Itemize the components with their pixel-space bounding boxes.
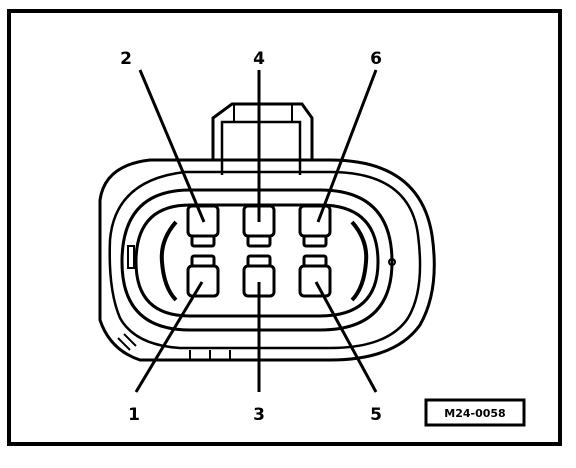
pin-label-5: 5 (370, 405, 382, 425)
housing-inner-outline (120, 188, 394, 332)
leader-lines (134, 69, 378, 393)
contact-pin-6 (298, 204, 332, 238)
pin-label-2: 2 (120, 49, 132, 69)
locking-tab (211, 102, 314, 160)
contact-pin-3-body (246, 254, 272, 268)
pin-label-4: 4 (253, 49, 265, 69)
contact-pin-1-body (190, 254, 216, 268)
coding-slot-left (159, 220, 178, 302)
contact-pin-5 (298, 264, 332, 298)
locking-tab-inner (220, 120, 302, 175)
leader-line-6 (316, 69, 378, 223)
contacts (186, 204, 332, 298)
leader-line-1 (134, 281, 204, 393)
housing-outer-outline (98, 158, 436, 362)
reference-code-frame (424, 398, 526, 427)
pin-label-3: 3 (253, 405, 265, 425)
coding-slot-right (350, 220, 369, 302)
side-dot-right (388, 258, 396, 266)
contact-pin-5-body (302, 254, 328, 268)
contact-pin-4-body (246, 234, 272, 248)
contact-pin-2-body (190, 234, 216, 248)
pin-labels: 2 4 6 1 3 5 (120, 49, 382, 425)
contact-pin-6-body (302, 234, 328, 248)
housing-hatch (117, 333, 231, 360)
leader-line-2 (138, 69, 206, 223)
pin-label-1: 1 (128, 405, 140, 425)
connector-housing (98, 102, 436, 362)
contact-pin-1 (186, 264, 220, 298)
figure-frame (7, 9, 562, 446)
pin-label-6: 6 (370, 49, 382, 69)
leader-line-5 (314, 281, 378, 393)
housing-mid-outline (108, 170, 422, 350)
contact-chamber-outline (134, 203, 380, 318)
side-notch-left (127, 245, 135, 269)
reference-code-box: M24-0058 (424, 398, 526, 427)
reference-code: M24-0058 (444, 407, 505, 420)
